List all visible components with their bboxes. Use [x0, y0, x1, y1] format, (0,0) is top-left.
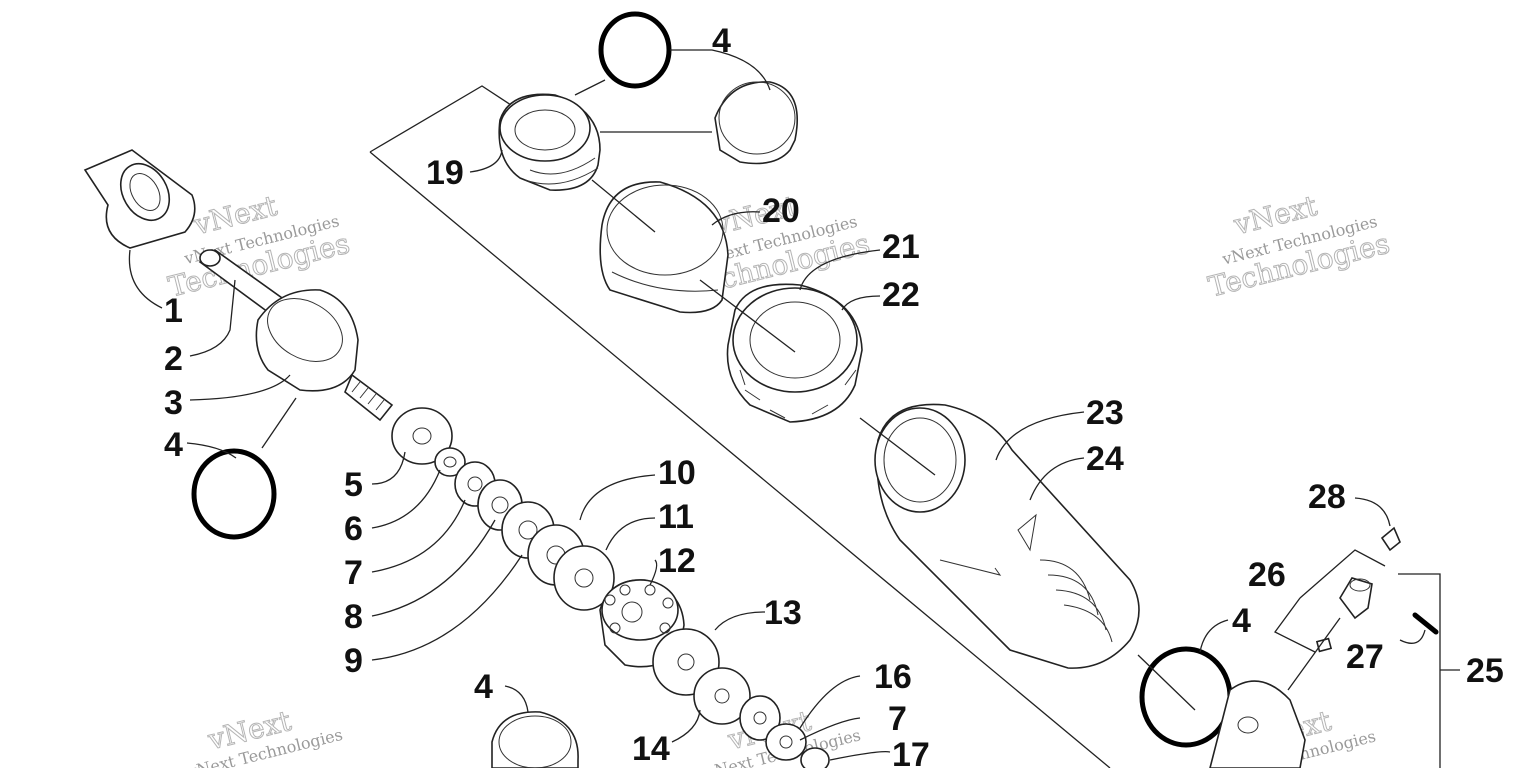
- callout-21: 21: [882, 228, 920, 266]
- callout-9: 9: [344, 642, 363, 680]
- washer-stack-upper: [391, 407, 615, 611]
- callout-13: 13: [764, 594, 802, 632]
- callout-12: 12: [658, 542, 696, 580]
- part-26-valve: [1315, 577, 1373, 653]
- part-21-22-adjuster-nut: [726, 283, 863, 423]
- callout-2: 2: [164, 340, 183, 378]
- callout-24: 24: [1086, 440, 1124, 478]
- part-4-oring-top: [598, 11, 672, 89]
- callout-22: 22: [882, 276, 920, 314]
- part-19-seal-head: [498, 93, 601, 191]
- callout-14: 14: [632, 730, 670, 768]
- watermark-right-top: vNext vNext Technologies Technologies: [1205, 188, 1394, 304]
- part-27-pin: [1412, 612, 1439, 635]
- callout-28: 28: [1308, 478, 1346, 516]
- part-4-ring-lower: [491, 711, 579, 768]
- callout-5: 5: [344, 466, 363, 504]
- group-bracket-line: [369, 85, 1111, 768]
- callout-23: 23: [1086, 394, 1124, 432]
- callout-8: 8: [344, 598, 363, 636]
- part-23-24-shock-body: [874, 403, 1140, 669]
- part-4-oring-right: [1139, 646, 1233, 748]
- part-3-body: [255, 289, 394, 422]
- callout-20: 20: [762, 192, 800, 230]
- part-20-sleeve: [599, 181, 729, 314]
- callout-1: 1: [164, 292, 183, 330]
- callout-25: 25: [1466, 652, 1504, 690]
- group-bracket-26: [1274, 549, 1386, 653]
- callout-labels: 1 2 3 4 5 6 7 8 9 4 10 11 12 13 4 14 16 …: [164, 22, 1504, 768]
- callout-4-lower: 4: [474, 668, 493, 706]
- callout-16: 16: [874, 658, 912, 696]
- callout-26: 26: [1248, 556, 1286, 594]
- leader-lines: [128, 49, 1426, 761]
- callout-6: 6: [344, 510, 363, 548]
- callout-27: 27: [1346, 638, 1384, 676]
- part-reservoir-end: [1209, 680, 1306, 768]
- callout-10: 10: [658, 454, 696, 492]
- callout-19: 19: [426, 154, 464, 192]
- callout-17: 17: [892, 736, 930, 768]
- washer-stack-lower: [652, 628, 830, 768]
- callout-4-right: 4: [1232, 602, 1251, 640]
- callout-7: 7: [344, 554, 363, 592]
- callout-3: 3: [164, 384, 183, 422]
- callout-11: 11: [658, 498, 694, 536]
- callout-4: 4: [164, 426, 183, 464]
- part-28-screw: [1380, 526, 1401, 552]
- callout-4-top: 4: [712, 22, 731, 60]
- part-4-oring: [191, 448, 277, 540]
- group-bracket-25: [1398, 573, 1460, 768]
- part-4-ring-top: [714, 81, 799, 165]
- watermark-left-bottom: vNext vNext Technologies: [185, 703, 345, 768]
- part-1-bushing: [83, 149, 196, 249]
- callout-7-lower: 7: [888, 700, 907, 738]
